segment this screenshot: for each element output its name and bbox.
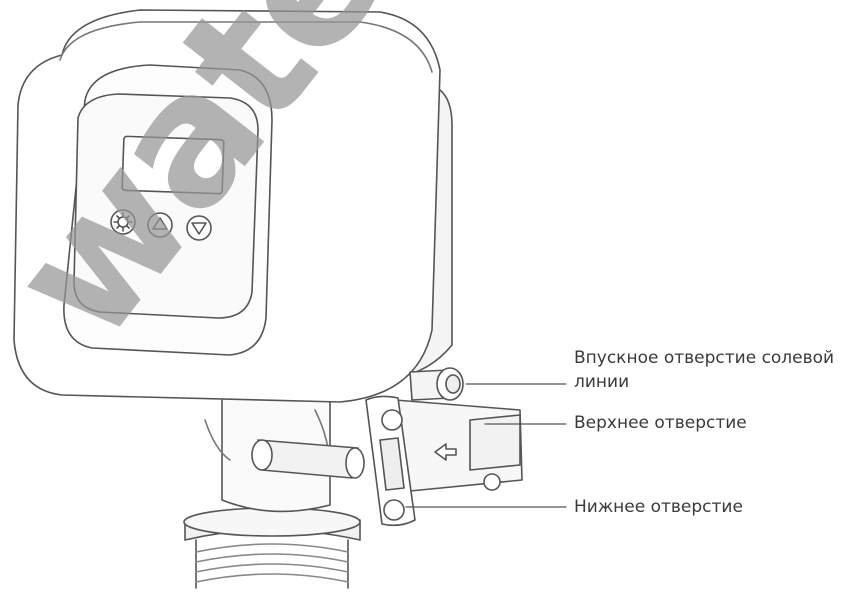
left-arrow-icon (434, 443, 457, 461)
gear-icon[interactable] (110, 209, 136, 235)
bypass-handle (251, 439, 365, 479)
port-adapter (365, 395, 523, 527)
up-arrow-icon[interactable] (147, 212, 173, 238)
label-lower-port: Нижнее отверстие (574, 497, 743, 517)
lcd-display (121, 135, 225, 195)
label-brine-inlet: Впускное отверстие солевой линии (574, 346, 834, 394)
label-brine-inlet-line2: линии (574, 372, 630, 392)
label-brine-inlet-line1: Впускное отверстие солевой (574, 348, 835, 368)
label-upper-port: Верхнее отверстие (574, 413, 747, 433)
down-arrow-icon[interactable] (186, 215, 212, 241)
brine-inlet-fitting (409, 367, 464, 401)
thread-base (183, 507, 361, 589)
